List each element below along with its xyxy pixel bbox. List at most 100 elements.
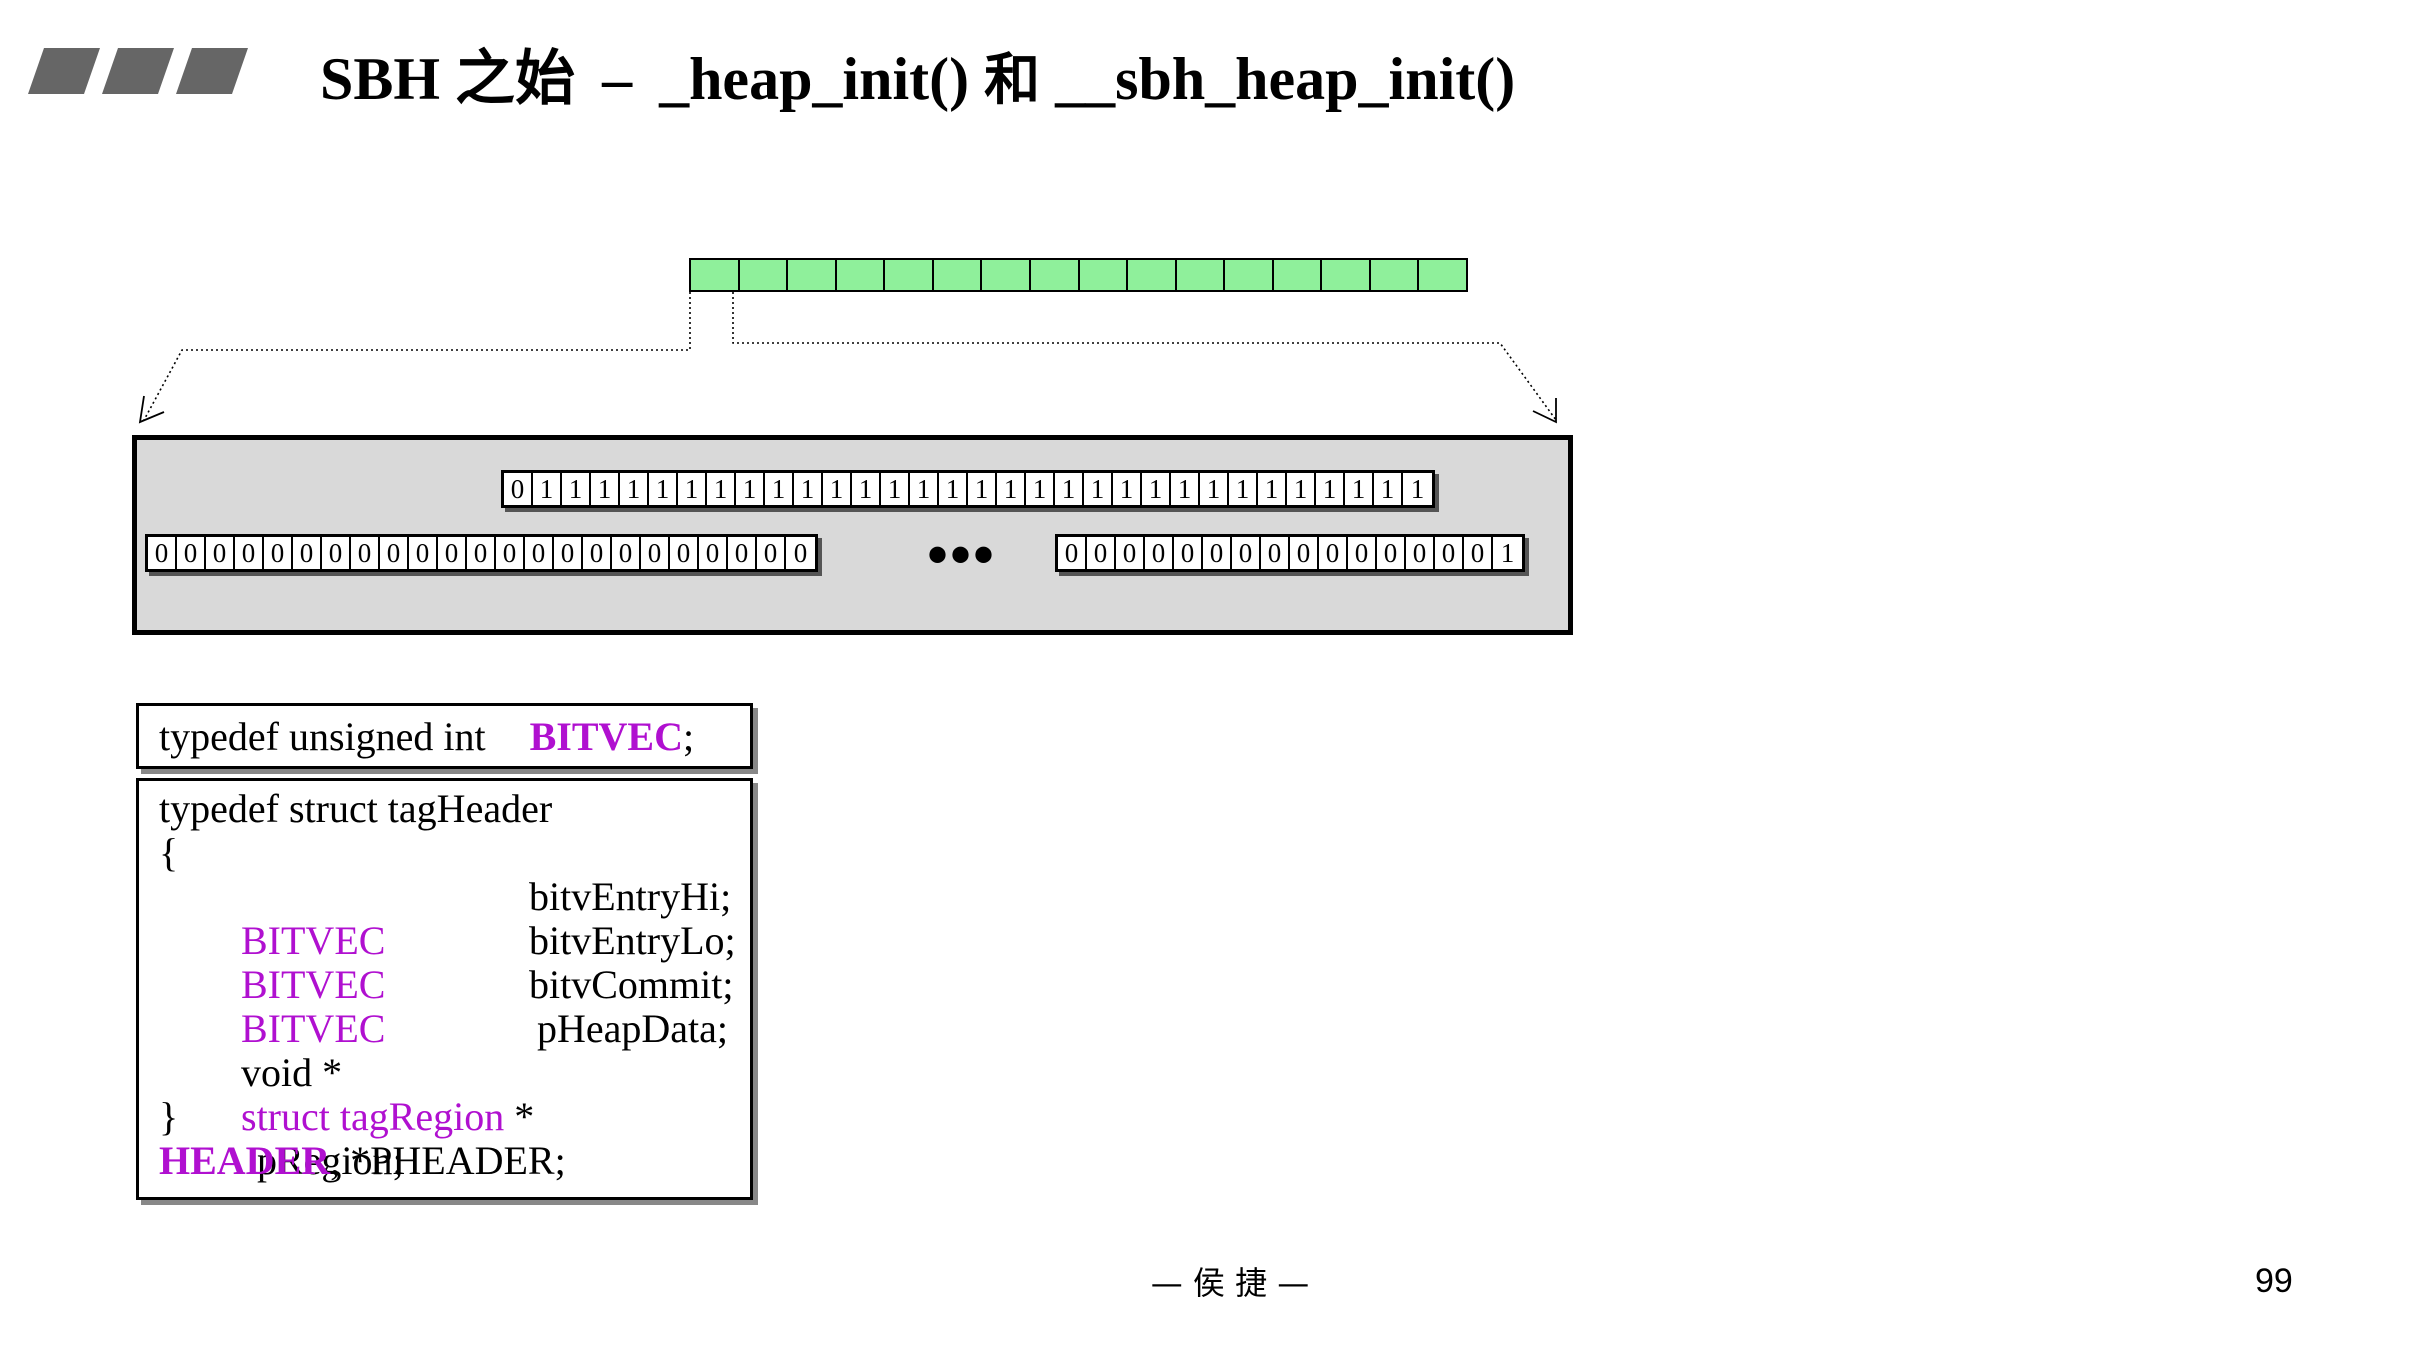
bit-cell: 1	[823, 473, 852, 505]
bit-cell: 1	[852, 473, 881, 505]
register-cell	[885, 260, 934, 290]
header-struct-box: typedef struct tagHeader { BITVEC bitvEn…	[136, 778, 753, 1200]
bit-cell: 0	[1145, 537, 1174, 569]
bit-cell: 0	[380, 537, 409, 569]
struct-tail-rest: , *PHEADER;	[330, 1138, 566, 1183]
bit-cell: 1	[1229, 473, 1258, 505]
bit-cell: 0	[293, 537, 322, 569]
register-cell	[933, 260, 983, 290]
typedef-bitvec-box: typedef unsigned int BITVEC ;	[136, 703, 753, 769]
bit-cell: 0	[504, 473, 533, 505]
bit-cell: 1	[968, 473, 997, 505]
bit-cell: 0	[583, 537, 612, 569]
field-type: void *	[241, 1050, 343, 1095]
struct-tail-name: HEADER	[159, 1138, 331, 1183]
bit-cell: 1	[707, 473, 736, 505]
register-cell	[691, 260, 740, 290]
register-cell	[1128, 260, 1177, 290]
title-prefix: SBH 之始	[320, 46, 576, 112]
bit-cell: 1	[562, 473, 591, 505]
typedef-text: typedef unsigned int	[159, 713, 486, 759]
bit-cell: 1	[939, 473, 968, 505]
title-func2: __sbh_heap_init()	[1055, 46, 1516, 112]
bit-cell: 0	[1232, 537, 1261, 569]
bit-cell: 1	[591, 473, 620, 505]
field-row: BITVEC bitvEntryHi;	[159, 874, 750, 963]
bit-cell: 0	[1464, 537, 1493, 569]
register-cell	[1079, 260, 1129, 290]
bit-cell: 0	[1203, 537, 1232, 569]
ellipsis: •••	[927, 522, 997, 588]
register-cell	[1322, 260, 1371, 290]
page-number: 99	[2255, 1262, 2293, 1300]
bit-cell: 0	[322, 537, 351, 569]
bit-cell: 0	[177, 537, 206, 569]
bit-cell: 0	[1116, 537, 1145, 569]
register-cell	[1273, 260, 1323, 290]
bit-cell: 0	[1348, 537, 1377, 569]
field-type: BITVEC	[241, 918, 386, 963]
bit-cell: 0	[554, 537, 583, 569]
register-cell	[836, 260, 886, 290]
title-conj: 和	[984, 48, 1041, 113]
struct-open-brace: {	[159, 830, 179, 875]
field-name: pRegion;	[257, 1138, 404, 1183]
bit-cell: 0	[525, 537, 554, 569]
bit-cell: 0	[496, 537, 525, 569]
title-stripes-icon	[28, 48, 248, 94]
slide-title: SBH 之始 – _heap_init() 和 __sbh_heap_init(…	[320, 34, 1515, 124]
bit-cell: 1	[1410, 473, 1425, 504]
bit-cell: 0	[1377, 537, 1406, 569]
bit-cell: 0	[757, 537, 786, 569]
bit-cell: 1	[1374, 473, 1403, 505]
field-name: bitvEntryLo;	[529, 918, 736, 963]
bit-cell: 0	[612, 537, 641, 569]
bit-cell: 0	[641, 537, 670, 569]
bit-cell: 0	[148, 537, 177, 569]
bit-cell: 0	[438, 537, 467, 569]
bit-cell: 1	[736, 473, 765, 505]
bit-cell: 1	[1142, 473, 1171, 505]
bit-cell: 1	[649, 473, 678, 505]
title-func1: _heap_init()	[659, 46, 970, 112]
register-cell	[788, 260, 837, 290]
field-type: struct tagRegion	[241, 1094, 505, 1139]
field-row: BITVEC bitvCommit;	[159, 962, 750, 1051]
bit-cell: 1	[1200, 473, 1229, 505]
bit-cell: 1	[1345, 473, 1374, 505]
bit-cell: 1	[1026, 473, 1055, 505]
bit-cell: 1	[678, 473, 707, 505]
bit-cell: 0	[670, 537, 699, 569]
bit-cell: 1	[910, 473, 939, 505]
bit-cell: 0	[467, 537, 496, 569]
bit-cell: 0	[793, 537, 808, 568]
bit-cell: 1	[765, 473, 794, 505]
bit-cell: 1	[1171, 473, 1200, 505]
bit-cell: 1	[1113, 473, 1142, 505]
bit-cell: 1	[1287, 473, 1316, 505]
bit-cell: 0	[264, 537, 293, 569]
bit-cell: 1	[1258, 473, 1287, 505]
struct-tail: HEADER, *PHEADER;	[159, 1139, 750, 1183]
field-name: bitvCommit;	[529, 962, 734, 1007]
field-type: BITVEC	[241, 1006, 386, 1051]
struct-close-brace: }	[159, 1094, 179, 1139]
bit-cell: 0	[409, 537, 438, 569]
field-row: struct tagRegion * pRegion;	[159, 1051, 750, 1183]
field-row: void * pHeapData;	[159, 1007, 750, 1095]
bit-cell: 0	[1319, 537, 1348, 569]
bit-cell: 1	[1055, 473, 1084, 505]
bit-cell: 1	[533, 473, 562, 505]
bit-cell: 0	[1406, 537, 1435, 569]
field-name: bitvEntryHi;	[529, 874, 732, 919]
bit-cell: 0	[1174, 537, 1203, 569]
bit-cell: 1	[620, 473, 649, 505]
bit-cell: 0	[1290, 537, 1319, 569]
typedef-semicolon: ;	[683, 713, 695, 759]
register-cell	[1225, 260, 1274, 290]
